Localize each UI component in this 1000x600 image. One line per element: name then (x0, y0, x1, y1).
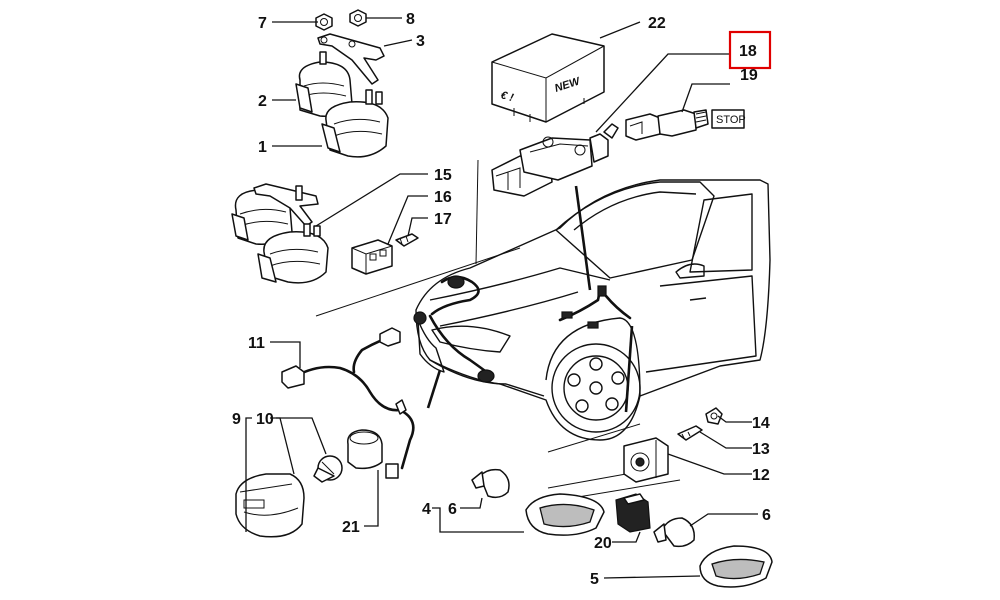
callout-19[interactable]: 19 (740, 67, 758, 84)
bulb-holder-21[interactable] (347, 429, 383, 470)
stop-switch-18[interactable] (491, 123, 619, 197)
connector-16[interactable] (351, 239, 393, 275)
box-euro-label: € ! (499, 89, 515, 104)
horn-1-terminal (375, 91, 383, 105)
nut-7[interactable] (315, 13, 333, 31)
callout-17[interactable]: 17 (434, 211, 452, 228)
new-part-box-22[interactable]: NEW € ! (491, 33, 605, 123)
horn-2-mouth (295, 83, 313, 113)
clip-14[interactable] (705, 407, 723, 425)
horn-1-terminal (365, 89, 373, 105)
horn-1-mouth (321, 123, 341, 153)
callout-18[interactable]: 18 (739, 43, 757, 60)
horn-assembly-lower (263, 231, 329, 284)
callout-6-right[interactable]: 6 (762, 507, 771, 524)
bulb-6-right[interactable] (653, 517, 695, 548)
terminal-13[interactable] (677, 425, 703, 441)
car-body (413, 179, 771, 441)
callout-18-highlight (728, 30, 772, 70)
horn-1[interactable] (325, 101, 389, 158)
callout-21[interactable]: 21 (342, 519, 360, 536)
side-repeater-4[interactable] (525, 493, 605, 536)
horn-2-terminal (319, 51, 327, 65)
stop-tag-text: STOP (716, 114, 746, 126)
bracket-hole (348, 40, 356, 48)
callout-4[interactable]: 4 (422, 501, 431, 518)
location-pointers (426, 159, 634, 413)
bulb-6-left[interactable] (471, 468, 510, 499)
bracket-hole (320, 36, 328, 44)
callout-16[interactable]: 16 (434, 189, 452, 206)
side-lamp-9[interactable] (235, 473, 305, 538)
callout-labels: 7 8 3 2 1 15 16 17 22 18 19 11 9 10 21 4… (232, 11, 772, 588)
terminal-17[interactable] (395, 233, 419, 247)
callout-9[interactable]: 9 (232, 411, 241, 428)
callout-14[interactable]: 14 (752, 415, 770, 432)
wiring-harness-11[interactable] (281, 327, 415, 479)
callout-13[interactable]: 13 (752, 441, 770, 458)
stop-tag: STOP (711, 109, 746, 129)
horn-bracket (317, 33, 385, 85)
section-dividers (315, 247, 681, 501)
bulb-10[interactable] (313, 455, 343, 483)
callout-7[interactable]: 7 (258, 15, 267, 32)
callout-2[interactable]: 2 (258, 93, 267, 110)
horn-assembly-15[interactable] (231, 183, 329, 284)
leader-lines (245, 17, 758, 579)
bulb-holder-20[interactable] (615, 493, 651, 533)
callout-22[interactable]: 22 (648, 15, 666, 32)
callout-5[interactable]: 5 (590, 571, 599, 588)
stop-switch-19[interactable] (625, 109, 709, 141)
callout-8[interactable]: 8 (406, 11, 415, 28)
callout-20[interactable]: 20 (594, 535, 612, 552)
callout-6-left[interactable]: 6 (448, 501, 457, 518)
side-repeater-5[interactable] (699, 545, 773, 588)
callout-11[interactable]: 11 (248, 335, 265, 352)
socket-12[interactable] (623, 437, 669, 483)
nut-8[interactable] (349, 9, 367, 27)
callout-10[interactable]: 10 (256, 411, 274, 428)
callout-3[interactable]: 3 (416, 33, 425, 50)
horn-set-top[interactable] (295, 9, 389, 158)
nut-hole (354, 14, 362, 22)
callout-1[interactable]: 1 (258, 139, 267, 156)
callout-12[interactable]: 12 (752, 467, 770, 484)
nut-hole (320, 18, 328, 26)
callout-15[interactable]: 15 (434, 167, 452, 184)
